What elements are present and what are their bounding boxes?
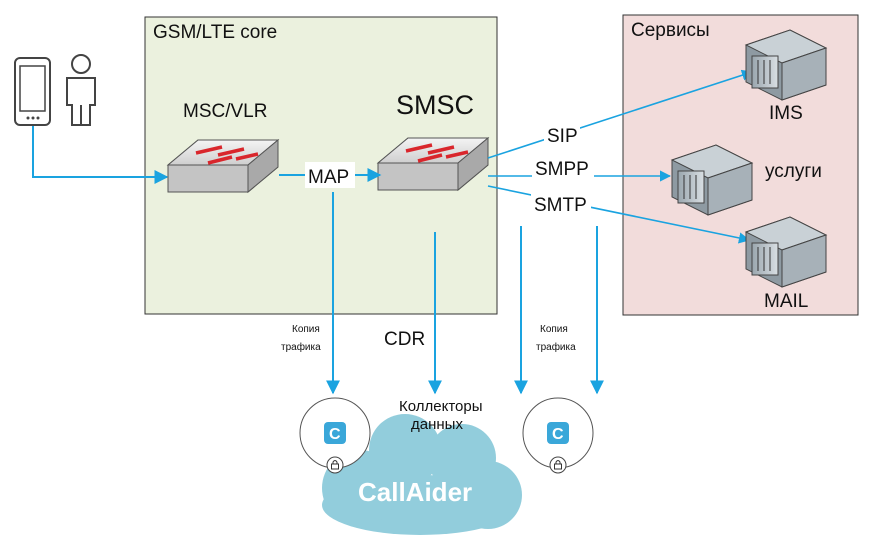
- ims-label: IMS: [769, 103, 803, 124]
- core-box-title: GSM/LTE core: [153, 22, 277, 43]
- smpp-label: SMPP: [535, 159, 589, 180]
- mail-label: MAIL: [764, 291, 808, 312]
- services-box-title: Сервисы: [631, 20, 710, 41]
- brand-logo-text: CallAider: [358, 477, 472, 507]
- traffic-copy-left-1: Копия: [292, 324, 320, 335]
- collector-left-lock-icon: [331, 460, 339, 470]
- uslugi-label: услуги: [765, 161, 822, 182]
- cdr-label: CDR: [384, 329, 425, 350]
- collector-right: C: [522, 397, 594, 474]
- traffic-copy-right-1: Копия: [540, 324, 568, 335]
- msc-vlr-label: MSC/VLR: [183, 101, 267, 122]
- traffic-copy-left-2: трафика: [281, 341, 321, 353]
- smsc-router-icon: [376, 136, 490, 192]
- mail-server-icon: [744, 216, 828, 288]
- collectors-label-1: Коллекторы: [399, 398, 483, 415]
- sip-label: SIP: [547, 126, 578, 147]
- traffic-copy-right-2: трафика: [536, 341, 576, 353]
- collector-right-c-icon: C: [552, 426, 564, 443]
- callaider-cloud: [322, 414, 522, 535]
- map-label: MAP: [308, 167, 349, 188]
- collector-left-c-icon: C: [329, 426, 341, 443]
- phone-icon: [14, 57, 51, 126]
- ims-server-icon: [744, 29, 828, 101]
- collector-right-lock-icon: [554, 460, 562, 470]
- smtp-label: SMTP: [534, 195, 587, 216]
- collector-left: C: [299, 397, 371, 474]
- smsc-label: SMSC: [396, 90, 474, 120]
- sip-arrow: [487, 69, 754, 159]
- msc-router-icon: [166, 138, 280, 194]
- collectors-label-2: данных: [411, 416, 463, 433]
- phone-to-msc-arrow: [32, 126, 169, 184]
- uslugi-server-icon: [670, 144, 754, 216]
- person-icon: [66, 54, 96, 126]
